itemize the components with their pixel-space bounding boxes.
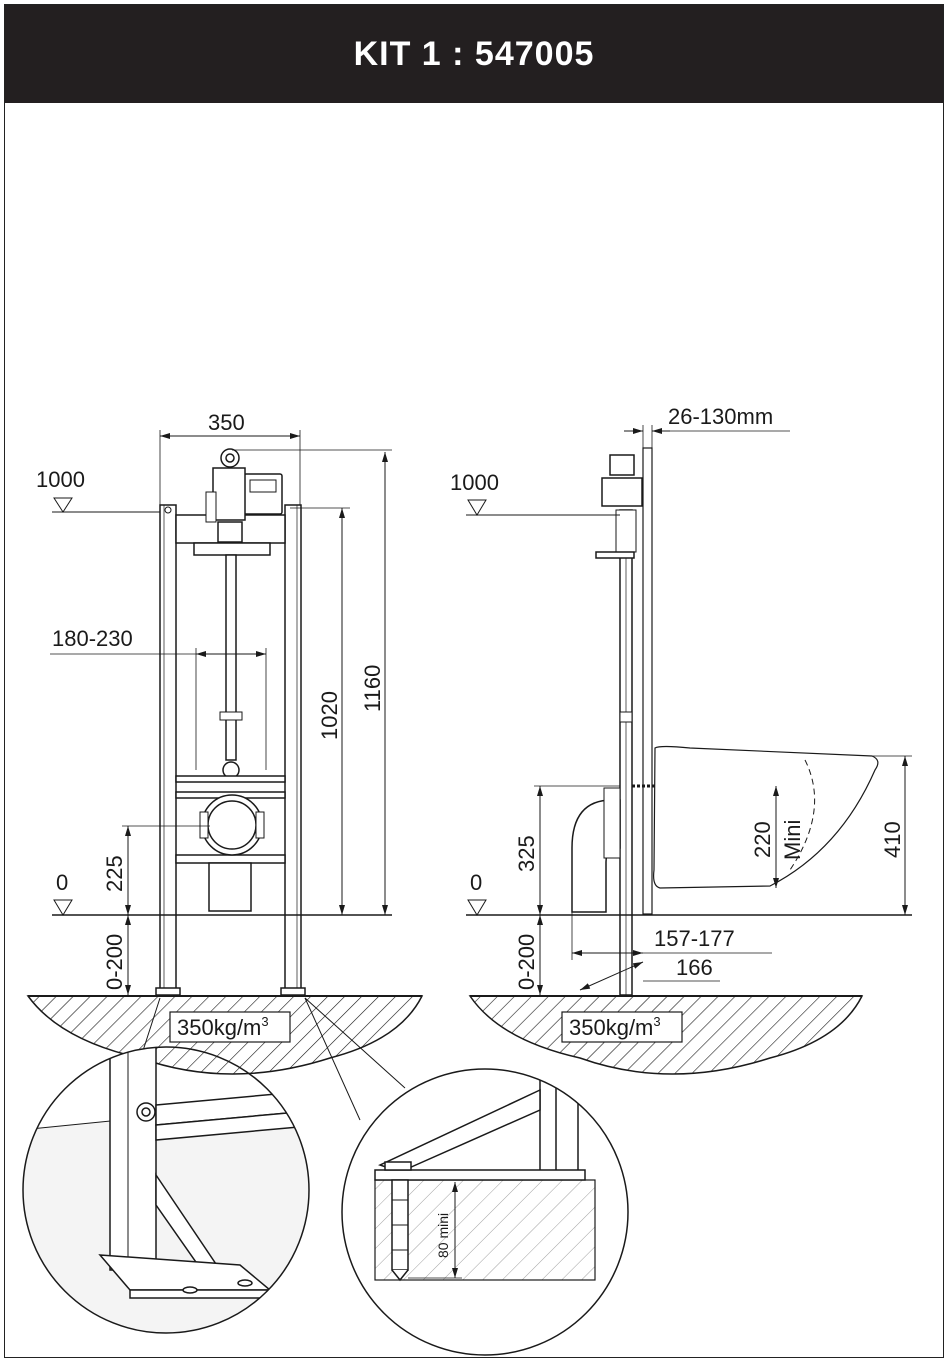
- dim-26-130: 26-130mm: [668, 404, 773, 429]
- dim-0-200-front: 0-200: [102, 934, 127, 990]
- dim-166: 166: [676, 955, 713, 980]
- detail-foot-bracket: [22, 1046, 310, 1334]
- dim-180-230: 180-230: [52, 626, 133, 651]
- dim-410: 410: [880, 821, 905, 858]
- level-1000-side: 1000: [450, 470, 499, 495]
- dim-80-mini: 80 mini: [435, 1213, 451, 1258]
- dim-1160: 1160: [360, 665, 385, 712]
- page-title: KIT 1 : 547005: [353, 34, 595, 73]
- density-front: 350kg/m3: [177, 1014, 269, 1040]
- detail-wall-anchor: 80 mini: [341, 1068, 629, 1356]
- level-1000-front: 1000: [36, 467, 85, 492]
- dim-350: 350: [208, 410, 245, 435]
- dim-225: 225: [102, 855, 127, 892]
- title-bar: KIT 1 : 547005: [5, 5, 943, 103]
- drawing-sheet: KIT 1 : 547005: [4, 4, 944, 1358]
- valve-assembly: [164, 448, 283, 543]
- dim-157-177: 157-177: [654, 926, 735, 951]
- side-view: [466, 425, 912, 1075]
- dim-325: 325: [514, 835, 539, 872]
- dim-mini: Mini: [780, 820, 805, 860]
- dim-220: 220: [750, 821, 775, 858]
- level-0-side: 0: [470, 870, 482, 895]
- waste-outlet: [199, 794, 265, 856]
- level-0-front: 0: [56, 870, 68, 895]
- density-side: 350kg/m3: [569, 1014, 661, 1040]
- dim-0-200-side: 0-200: [514, 934, 539, 990]
- dim-1020: 1020: [317, 691, 342, 740]
